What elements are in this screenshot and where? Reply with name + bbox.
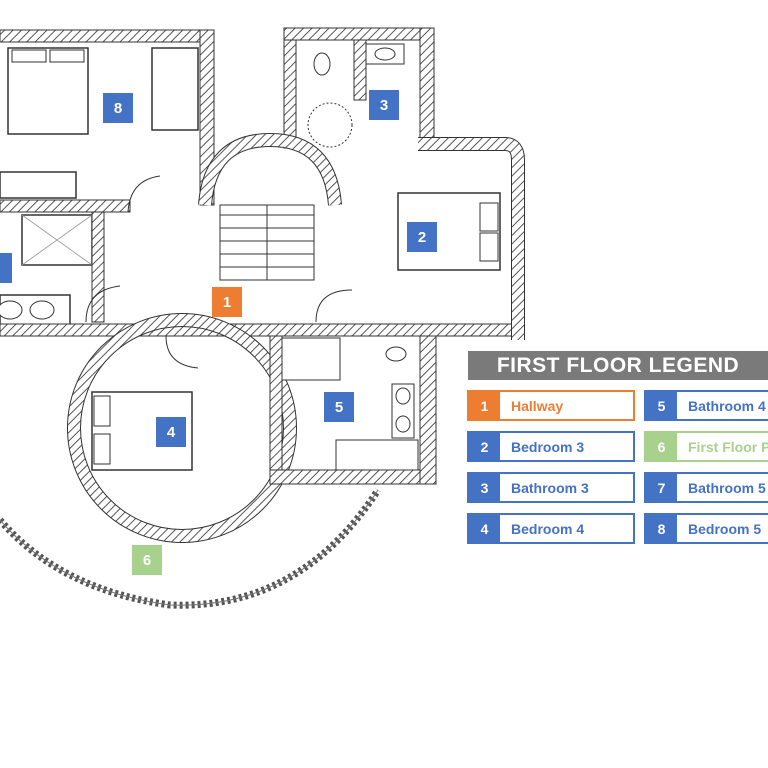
legend-number: 8	[646, 515, 677, 542]
marker-5-number: 5	[334, 398, 344, 416]
marker-3-number: 3	[379, 96, 389, 114]
marker-6-number: 6	[142, 551, 152, 569]
marker-2[interactable]: 2	[407, 222, 437, 252]
marker-3[interactable]: 3	[369, 90, 399, 120]
legend-item-5[interactable]: 5 Bathroom 4	[644, 390, 768, 421]
legend-title: FIRST FLOOR LEGEND	[468, 351, 768, 380]
bathroom-3-walls	[283, 27, 435, 149]
legend-label: First Floor Pa	[688, 438, 768, 455]
legend-item-2[interactable]: 2 Bedroom 3	[467, 431, 635, 462]
legend-item-8[interactable]: 8 Bedroom 5	[644, 513, 768, 544]
corridor-south-wall	[0, 323, 519, 337]
legend-number: 7	[646, 474, 677, 501]
legend-number: 6	[646, 433, 677, 460]
marker-6[interactable]: 6	[132, 545, 162, 575]
legend-number: 4	[469, 515, 500, 542]
marker-2-number: 2	[417, 228, 427, 246]
bedroom-5-walls	[0, 29, 215, 213]
marker-5[interactable]: 5	[324, 392, 354, 422]
bedroom-3-walls	[397, 137, 525, 340]
stair-tower	[198, 132, 342, 281]
legend-item-4[interactable]: 4 Bedroom 4	[467, 513, 635, 544]
legend-item-1[interactable]: 1 Hallway	[467, 390, 635, 421]
legend-number: 3	[469, 474, 500, 501]
marker-1-number: 1	[222, 293, 232, 311]
marker-8-number: 8	[113, 99, 123, 117]
marker-4-number: 4	[166, 423, 176, 441]
marker-4[interactable]: 4	[156, 417, 186, 447]
legend-item-7[interactable]: 7 Bathroom 5	[644, 472, 768, 503]
legend-number: 1	[469, 392, 500, 419]
legend-label: Bedroom 3	[511, 438, 585, 455]
marker-7[interactable]: 7	[0, 253, 12, 283]
legend-number: 5	[646, 392, 677, 419]
legend-label: Bedroom 5	[688, 520, 762, 537]
legend-label: Bathroom 4	[688, 397, 766, 414]
legend-number: 2	[469, 433, 500, 460]
legend-label: Bathroom 3	[511, 479, 589, 496]
legend-label: Bathroom 5	[688, 479, 766, 496]
legend-item-3[interactable]: 3 Bathroom 3	[467, 472, 635, 503]
legend-label: Bedroom 4	[511, 520, 585, 537]
legend-label: Hallway	[511, 397, 564, 414]
legend-item-6[interactable]: 6 First Floor Pa	[644, 431, 768, 462]
marker-1[interactable]: 1	[212, 287, 242, 317]
bathroom-4-walls	[269, 335, 437, 485]
terrace-curved-wall	[0, 488, 381, 609]
marker-8[interactable]: 8	[103, 93, 133, 123]
